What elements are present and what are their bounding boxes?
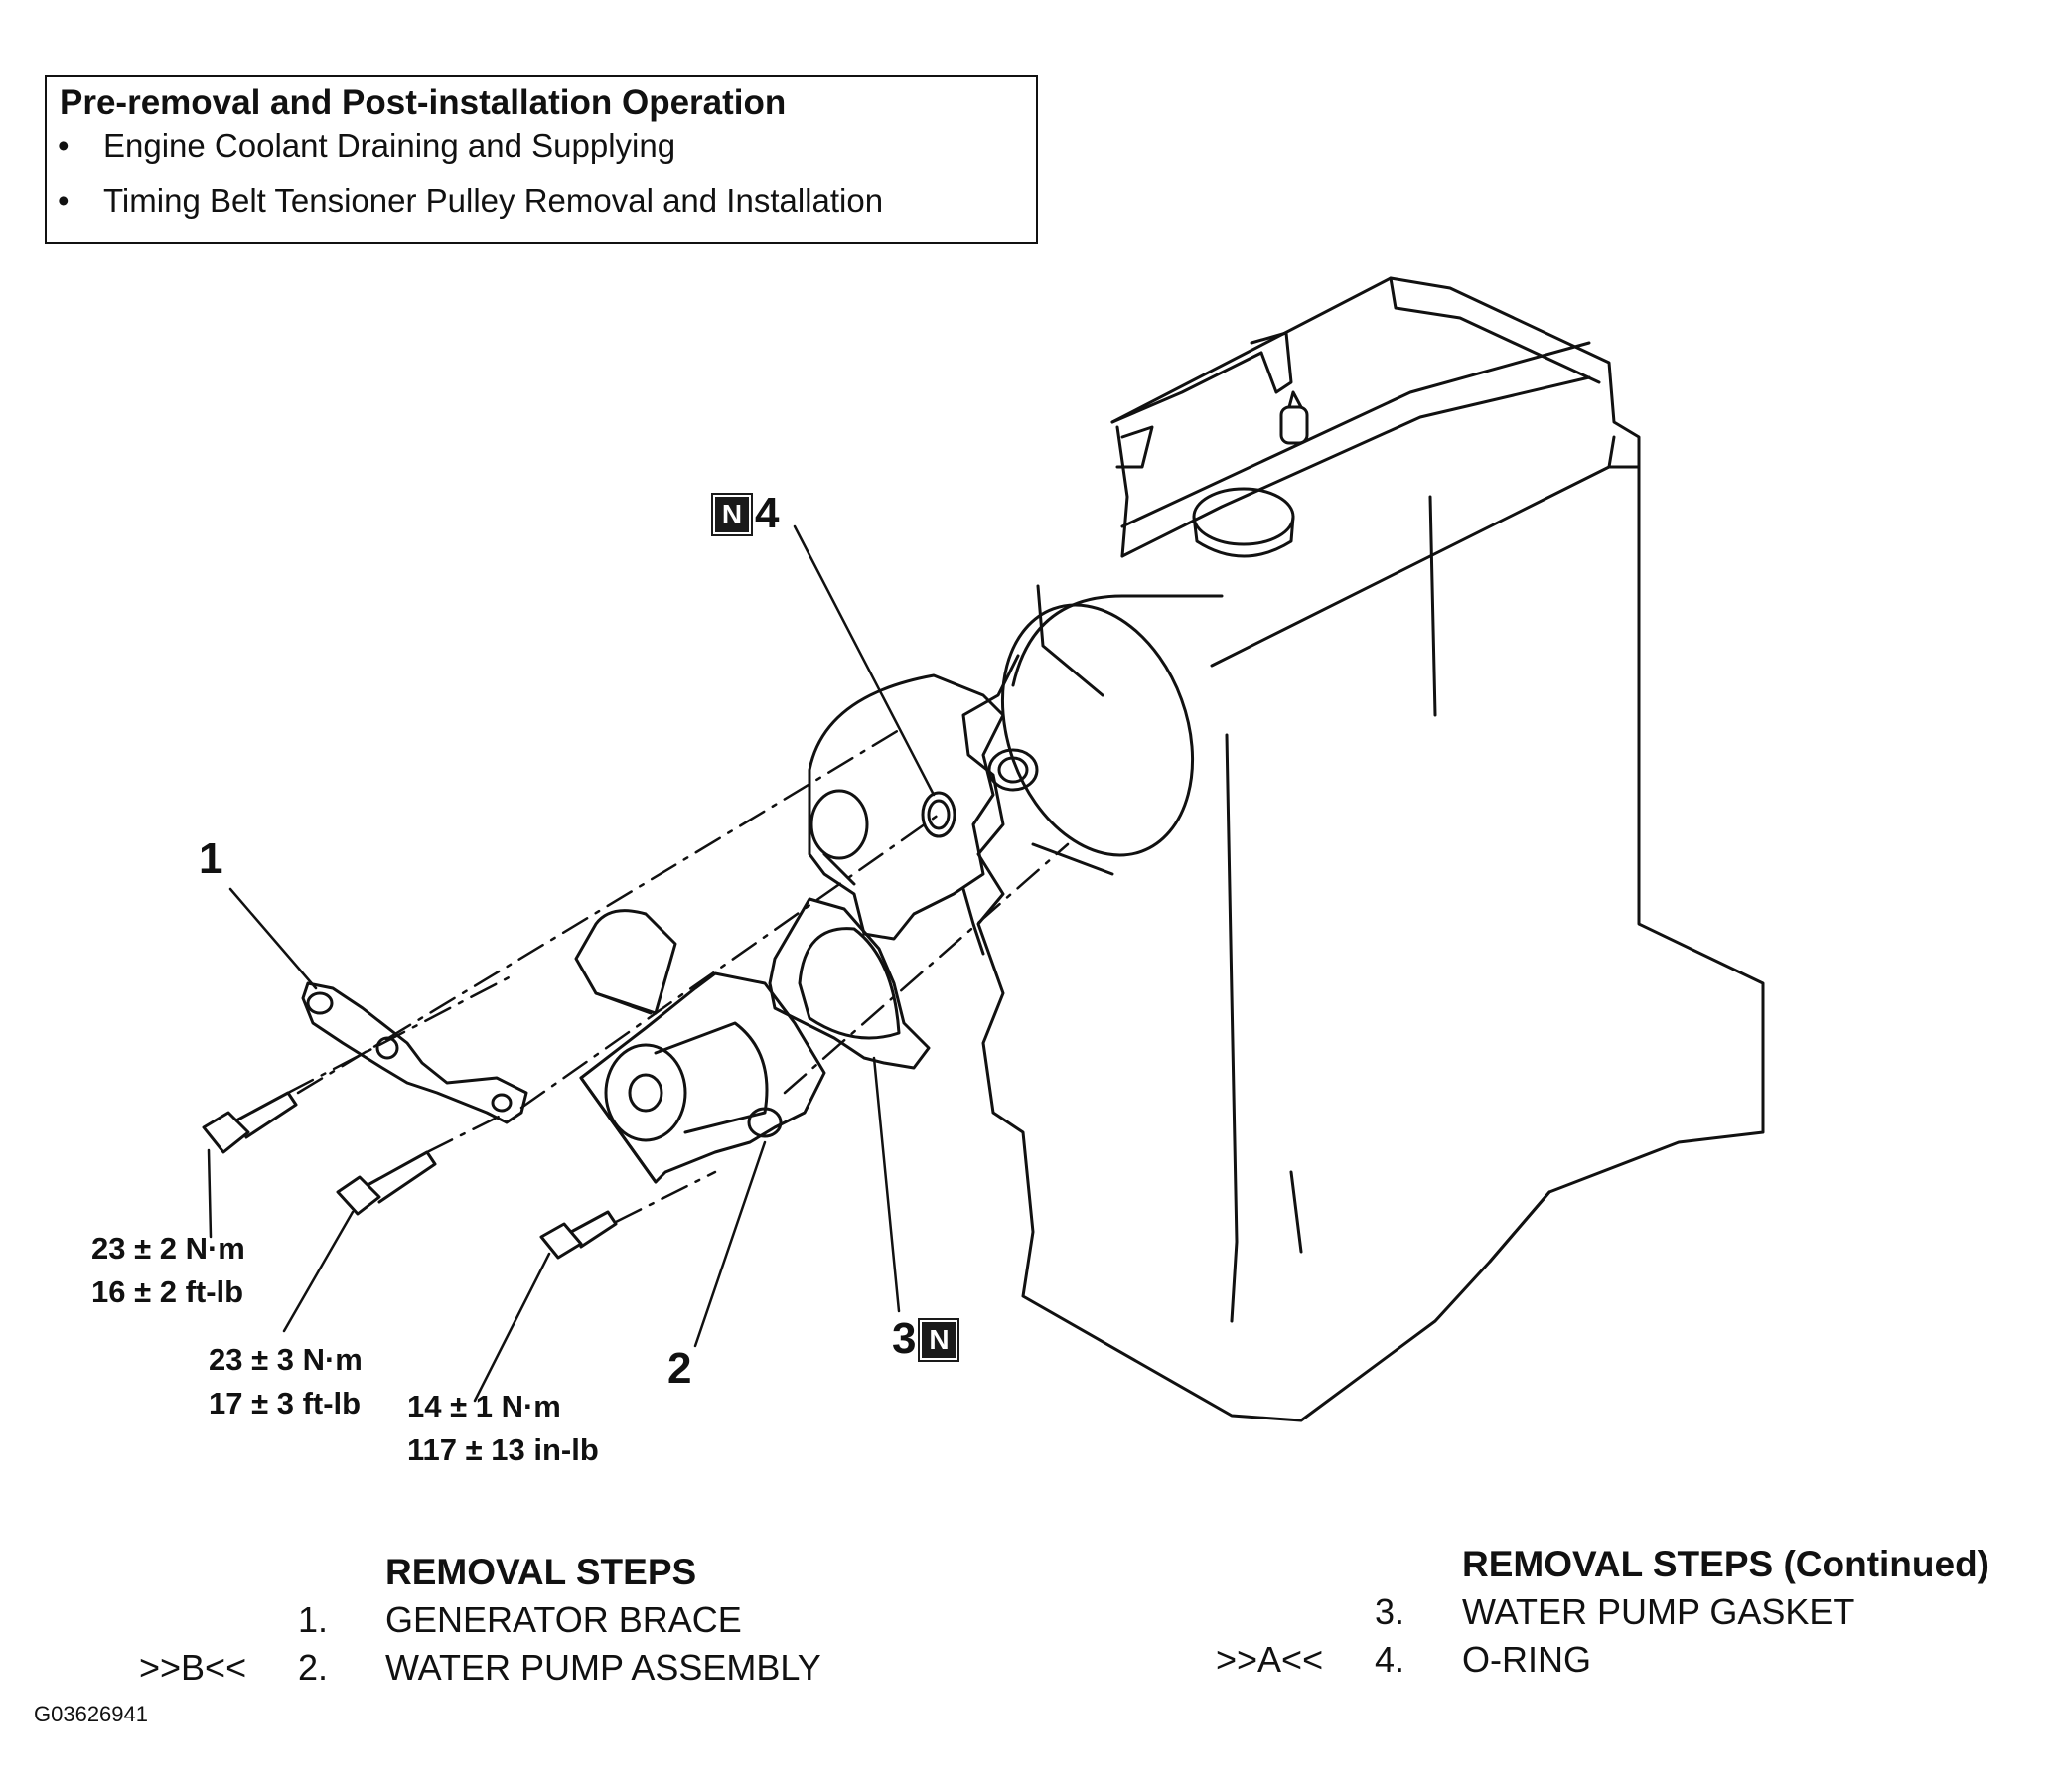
callout-2: 2 xyxy=(667,1344,692,1393)
callout-1: 1 xyxy=(199,834,223,883)
removal-steps-continued-title: REMOVAL STEPS (Continued) xyxy=(1462,1544,1990,1584)
alignment-lines xyxy=(286,728,1070,1224)
removal-step: 3. WATER PUMP GASKET xyxy=(1375,1591,1855,1632)
pre-op-title: Pre-removal and Post-installation Operat… xyxy=(60,83,787,122)
bolt xyxy=(336,1150,437,1216)
bullet-icon: • xyxy=(58,127,70,164)
pre-op-box xyxy=(45,75,1038,244)
pre-op-item: •Engine Coolant Draining and Supplying xyxy=(58,127,676,164)
removal-steps-title: REMOVAL STEPS xyxy=(385,1552,697,1592)
figure-id: G03626941 xyxy=(34,1702,148,1726)
engine-block xyxy=(961,276,1765,1422)
removal-step: 1. GENERATOR BRACE xyxy=(298,1599,742,1640)
torque-spec-1: 23 ± 2 N·m 16 ± 2 ft-lb xyxy=(91,1231,245,1309)
pre-op-item: •Timing Belt Tensioner Pulley Removal an… xyxy=(58,182,884,219)
new-part-badge: N xyxy=(918,1318,960,1362)
bolt xyxy=(202,1091,298,1154)
generator-brace xyxy=(301,981,528,1124)
new-part-badge: N xyxy=(711,493,753,536)
bolt xyxy=(539,1210,618,1260)
water-pump-assembly xyxy=(574,909,826,1184)
bullet-icon: • xyxy=(58,182,70,219)
timing-cover xyxy=(987,594,1224,876)
removal-step: >>B<< 2. WATER PUMP ASSEMBLY xyxy=(139,1647,821,1688)
torque-spec-3: 14 ± 1 N·m 117 ± 13 in-lb xyxy=(407,1389,599,1467)
removal-step: >>A<< 4. O-RING xyxy=(1216,1639,1591,1680)
gasket xyxy=(768,897,931,1070)
pump-housing xyxy=(808,673,1005,956)
leader-lines xyxy=(207,524,936,1403)
torque-spec-2: 23 ± 3 N·m 17 ± 3 ft-lb xyxy=(209,1342,363,1420)
